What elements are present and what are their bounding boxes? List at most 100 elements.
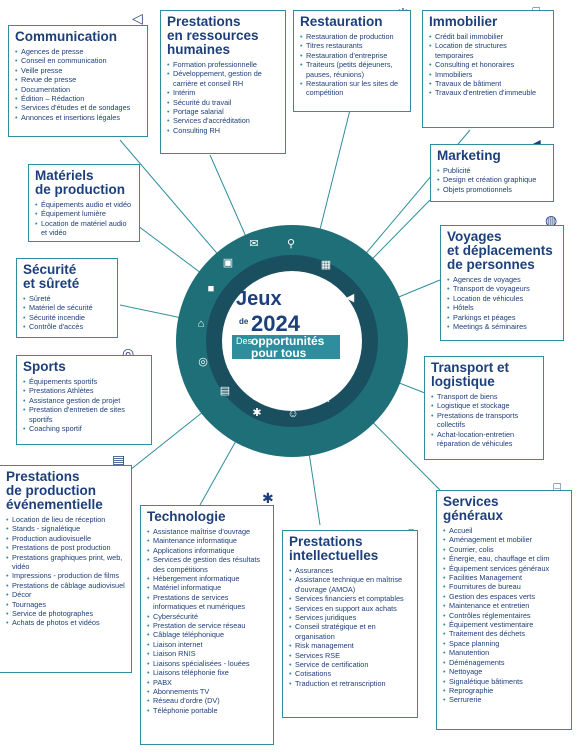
section-communication: Communication Agences de presse Conseil … (8, 25, 148, 137)
section-evenementiel: Prestations de production événementielle… (0, 465, 132, 673)
title-line: Transport et (431, 360, 510, 375)
title-line: de production (35, 182, 125, 197)
title-line: Prestations (289, 534, 363, 549)
list-item: Téléphonie portable (147, 706, 267, 716)
list-item: Liaison RNIS (147, 649, 267, 659)
list-item: Meetings & séminaires (447, 322, 557, 332)
tools-outline-icon: ⌸ (553, 480, 562, 496)
list-item: Assistance maîtrise d'ouvrage (147, 527, 267, 537)
title-line: et déplacements (447, 243, 553, 258)
title-line: Services (443, 494, 499, 509)
list-item: Traiteurs (petits déjeuners, pauses, réu… (300, 60, 404, 79)
circuit-outline-icon: ✱ (262, 490, 274, 506)
list-item: Immobiliers (429, 70, 547, 80)
list-item: Reprographie (443, 686, 565, 696)
list-item: Sécurité incendie (23, 313, 111, 323)
item-list: Équipements audio et vidéo Équipement lu… (35, 200, 133, 238)
list-item: Liaisons spécialisées - louées (147, 659, 267, 669)
list-item: Objets promotionnels (437, 185, 547, 195)
section-restauration: Restauration Restauration de production … (293, 10, 411, 112)
list-item: Agences de presse (15, 47, 141, 57)
list-item: Conseil stratégique et en organisation (289, 622, 411, 641)
hub-des: Des (236, 336, 253, 346)
list-item: Câblage téléphonique (147, 630, 267, 640)
hub-de: de (239, 317, 249, 326)
list-item: Coaching sportif (23, 424, 145, 434)
section-title: Services généraux (443, 495, 565, 523)
list-item: Édition – Rédaction (15, 94, 141, 104)
list-item: Parkings et péages (447, 313, 557, 323)
section-immobilier: Immobilier Crédit bail immobilier Locati… (422, 10, 554, 128)
item-list: Accueil Aménagement et mobilier Courrier… (443, 526, 565, 705)
hub-line1: opportunités (251, 334, 325, 348)
list-item: Liaison internet (147, 640, 267, 650)
list-item: Prestations de transports collectifs (431, 411, 537, 430)
list-item: Prestations de post production (6, 543, 125, 553)
title-line: logistique (431, 374, 495, 389)
item-list: Équipements sportifs Prestations Athlète… (23, 377, 145, 434)
chat-icon: ✉ (249, 238, 259, 250)
list-item: Location de structures temporaires (429, 41, 547, 60)
list-item: Nettoyage (443, 667, 565, 677)
house-lock-icon: ⌂ (197, 318, 205, 330)
item-list: Formation professionnelle Développement,… (167, 60, 279, 136)
hub-line2: pour tous (251, 346, 307, 360)
section-voyages: Voyages et déplacements de personnes Age… (440, 225, 564, 341)
section-technologie: Technologie Assistance maîtrise d'ouvrag… (140, 505, 274, 745)
list-item: Consulting RH (167, 126, 279, 136)
list-item: Signalétique bâtiments (443, 677, 565, 687)
list-item: Décor (6, 590, 125, 600)
title-line: Voyages (447, 229, 502, 244)
section-rh: Prestations en ressources humaines Forma… (160, 10, 286, 154)
list-item: Location de matériel audio et vidéo (35, 219, 133, 238)
list-item: Maintenance et entretien (443, 601, 565, 611)
list-item: Portage salarial (167, 107, 279, 117)
list-item: Stands - signalétique (6, 524, 125, 534)
title-line: événementielle (6, 497, 103, 512)
list-item: PABX (147, 678, 267, 688)
list-item: Applications informatique (147, 546, 267, 556)
section-title: Technologie (147, 509, 226, 524)
list-item: Tournages (6, 600, 125, 610)
list-item: Space planning (443, 639, 565, 649)
globe-outline-icon: ◍ (545, 212, 558, 228)
list-item: Location de véhicules (447, 294, 557, 304)
list-item: Services RSE (289, 651, 411, 661)
hub-title: Jeux (236, 288, 282, 310)
section-marketing: Marketing Publicité Design et création g… (430, 144, 554, 202)
list-item: Traitement des déchets (443, 629, 565, 639)
list-item: Liaisons téléphonie fixe (147, 668, 267, 678)
section-title: Communication (15, 29, 118, 44)
person-icon: ☺ (287, 408, 299, 420)
list-item: Services de gestion des résultats des co… (147, 555, 267, 574)
list-item: Documentation (15, 85, 141, 95)
list-item: Cotisations (289, 669, 411, 679)
title-line: en ressources (167, 28, 259, 43)
fork-icon: ⚲ (286, 238, 296, 250)
section-title: Prestations en ressources humaines (167, 15, 279, 57)
section-generaux: Services généraux Accueil Aménagement et… (436, 490, 572, 730)
hub-year: 2024 (251, 311, 300, 336)
section-title: Voyages et déplacements de personnes (447, 230, 557, 272)
list-item: Production audiovisuelle (6, 534, 125, 544)
list-item: Location de lieu de réception (6, 515, 125, 525)
item-list: Sûreté Matériel de sécurité Sécurité inc… (23, 294, 111, 332)
list-item: Transport de voyageurs (447, 284, 557, 294)
truck-icon: ▬ (342, 362, 354, 374)
hub-banner (232, 335, 340, 359)
list-item: Prestation de service réseau (147, 621, 267, 631)
title-line: et sûreté (23, 276, 80, 291)
list-item: Titres restaurants (300, 41, 404, 51)
section-title: Sports (23, 359, 66, 374)
list-item: Équipements audio et vidéo (35, 200, 133, 210)
item-list: Crédit bail immobilier Location de struc… (429, 32, 547, 98)
section-title: Prestations intellectuelles (289, 535, 411, 563)
list-item: Prestation d'entretien de sites sportifs (23, 405, 145, 424)
list-item: Gestion des espaces verts (443, 592, 565, 602)
camera-icon: ■ (207, 283, 215, 295)
list-item: Hébergement informatique (147, 574, 267, 584)
list-item: Équipement lumière (35, 209, 133, 219)
list-item: Aménagement et mobilier (443, 535, 565, 545)
list-item: Assistance gestion de projet (23, 396, 145, 406)
list-item: Publicité (437, 166, 547, 176)
